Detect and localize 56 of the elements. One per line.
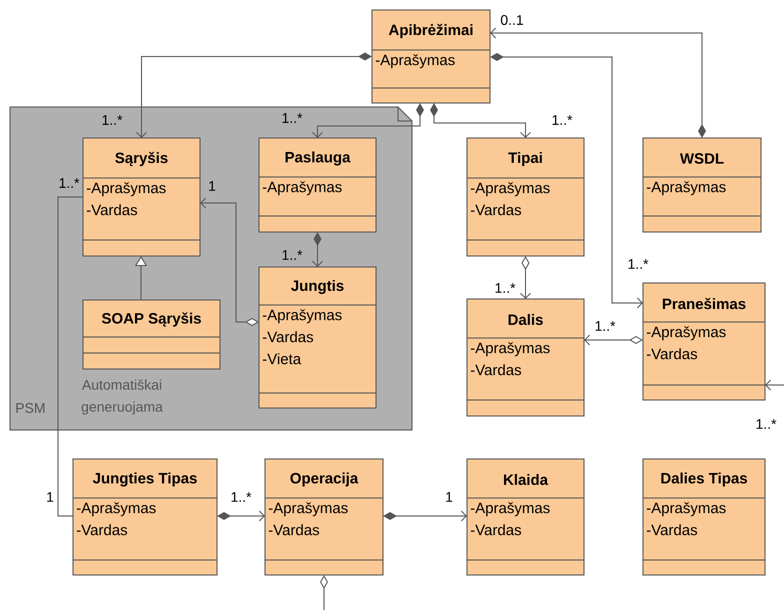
attribute-list: -Aprašymas [376,54,455,68]
class-box [72,458,218,576]
class-box [466,458,584,576]
multiplicity-label: 0..1 [499,14,525,26]
class-box [258,266,376,408]
multiplicity-label: 1..* [494,282,516,294]
attribute-list: -Aprašymas -Vardas -Vieta [262,309,342,364]
class-name: Operacija [290,472,358,486]
class-box [82,300,220,370]
multiplicity-label: 1 [207,180,217,192]
multiplicity-label: 1..* [280,112,304,124]
class-name: WSDL [680,153,724,164]
class-box [258,138,376,232]
class-box [642,282,766,400]
multiplicity-label: 1..* [230,491,253,503]
class-name: SOAP Sąryšis [102,312,201,327]
class-box [264,458,384,576]
package-label: PSM [16,403,44,413]
attribute-list: -Aprašymas -Vardas [646,502,726,536]
class-name: Dalies Tipas [661,472,748,486]
attribute-list: -Aprašymas -Vardas [86,182,166,216]
class-name: Apibrėžimai [388,24,472,38]
class-box [466,138,584,256]
association-line [58,196,84,516]
multiplicity-label: 1..* [594,320,616,332]
class-box [466,298,584,416]
attribute-list: -Aprašymas -Vardas [470,502,550,536]
multiplicity-label: 1..* [58,177,81,189]
multiplicity-label: 1..* [626,258,650,270]
attribute-list: -Aprašymas -Vardas [268,502,348,536]
package-label: Automatiškai generuojama [82,379,163,415]
class-name: Jungtis [291,280,344,294]
multiplicity-label: 1..* [100,114,124,126]
multiplicity-label: 1..* [550,114,574,126]
class-name: Tipai [508,152,542,166]
class-box [642,458,766,576]
attribute-list: -Aprašymas -Vardas [470,342,550,376]
attribute-list: -Aprašymas -Vardas [646,326,726,360]
class-name: Jungties Tipas [92,472,197,487]
multiplicity-label: 1 [444,491,454,503]
class-name: Klaida [504,474,548,485]
class-box [372,10,490,104]
multiplicity-label: 1..* [280,249,304,261]
class-box [642,138,762,232]
class-name: Paslauga [286,151,351,166]
attribute-list: -Aprašymas -Vardas [76,502,156,536]
multiplicity-label: 1 [45,491,55,503]
attribute-list: -Aprašymas -Vardas [470,182,550,216]
class-name: Sąryšis [115,152,168,166]
attribute-list: -Aprašymas [262,181,342,196]
class-box [82,138,200,256]
multiplicity-label: 1..* [754,418,778,430]
class-name: Pranešimas [662,298,746,310]
attribute-list: -Aprašymas [646,181,726,196]
association-arrow [765,380,784,390]
class-name: Dalis [508,314,543,325]
